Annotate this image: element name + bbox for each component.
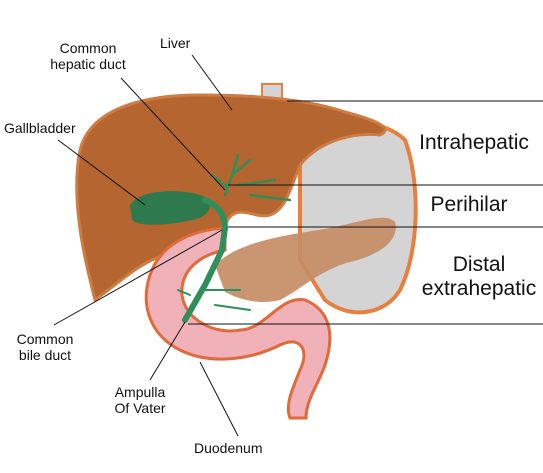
region-distal-extrahepatic: Distal extrahepatic bbox=[421, 253, 537, 300]
bile-ducts bbox=[177, 153, 292, 323]
label-duodenum: Duodenum bbox=[194, 440, 263, 456]
label-common-bile-duct: Common bile duct bbox=[16, 331, 74, 363]
region-intrahepatic: Intrahepatic bbox=[419, 131, 529, 154]
region-perihilar: Perihilar bbox=[430, 193, 508, 216]
label-ampulla-of-vater: Ampulla Of Vater bbox=[114, 384, 166, 416]
label-common-hepatic-duct: Common hepatic duct bbox=[50, 40, 126, 72]
duodenum bbox=[144, 226, 332, 420]
pancreas bbox=[215, 217, 396, 303]
leader-lines bbox=[53, 54, 543, 437]
label-liver: Liver bbox=[160, 35, 191, 51]
gallbladder bbox=[130, 191, 211, 225]
label-gallbladder: Gallbladder bbox=[4, 120, 76, 136]
liver bbox=[75, 93, 387, 303]
stomach bbox=[298, 120, 418, 315]
